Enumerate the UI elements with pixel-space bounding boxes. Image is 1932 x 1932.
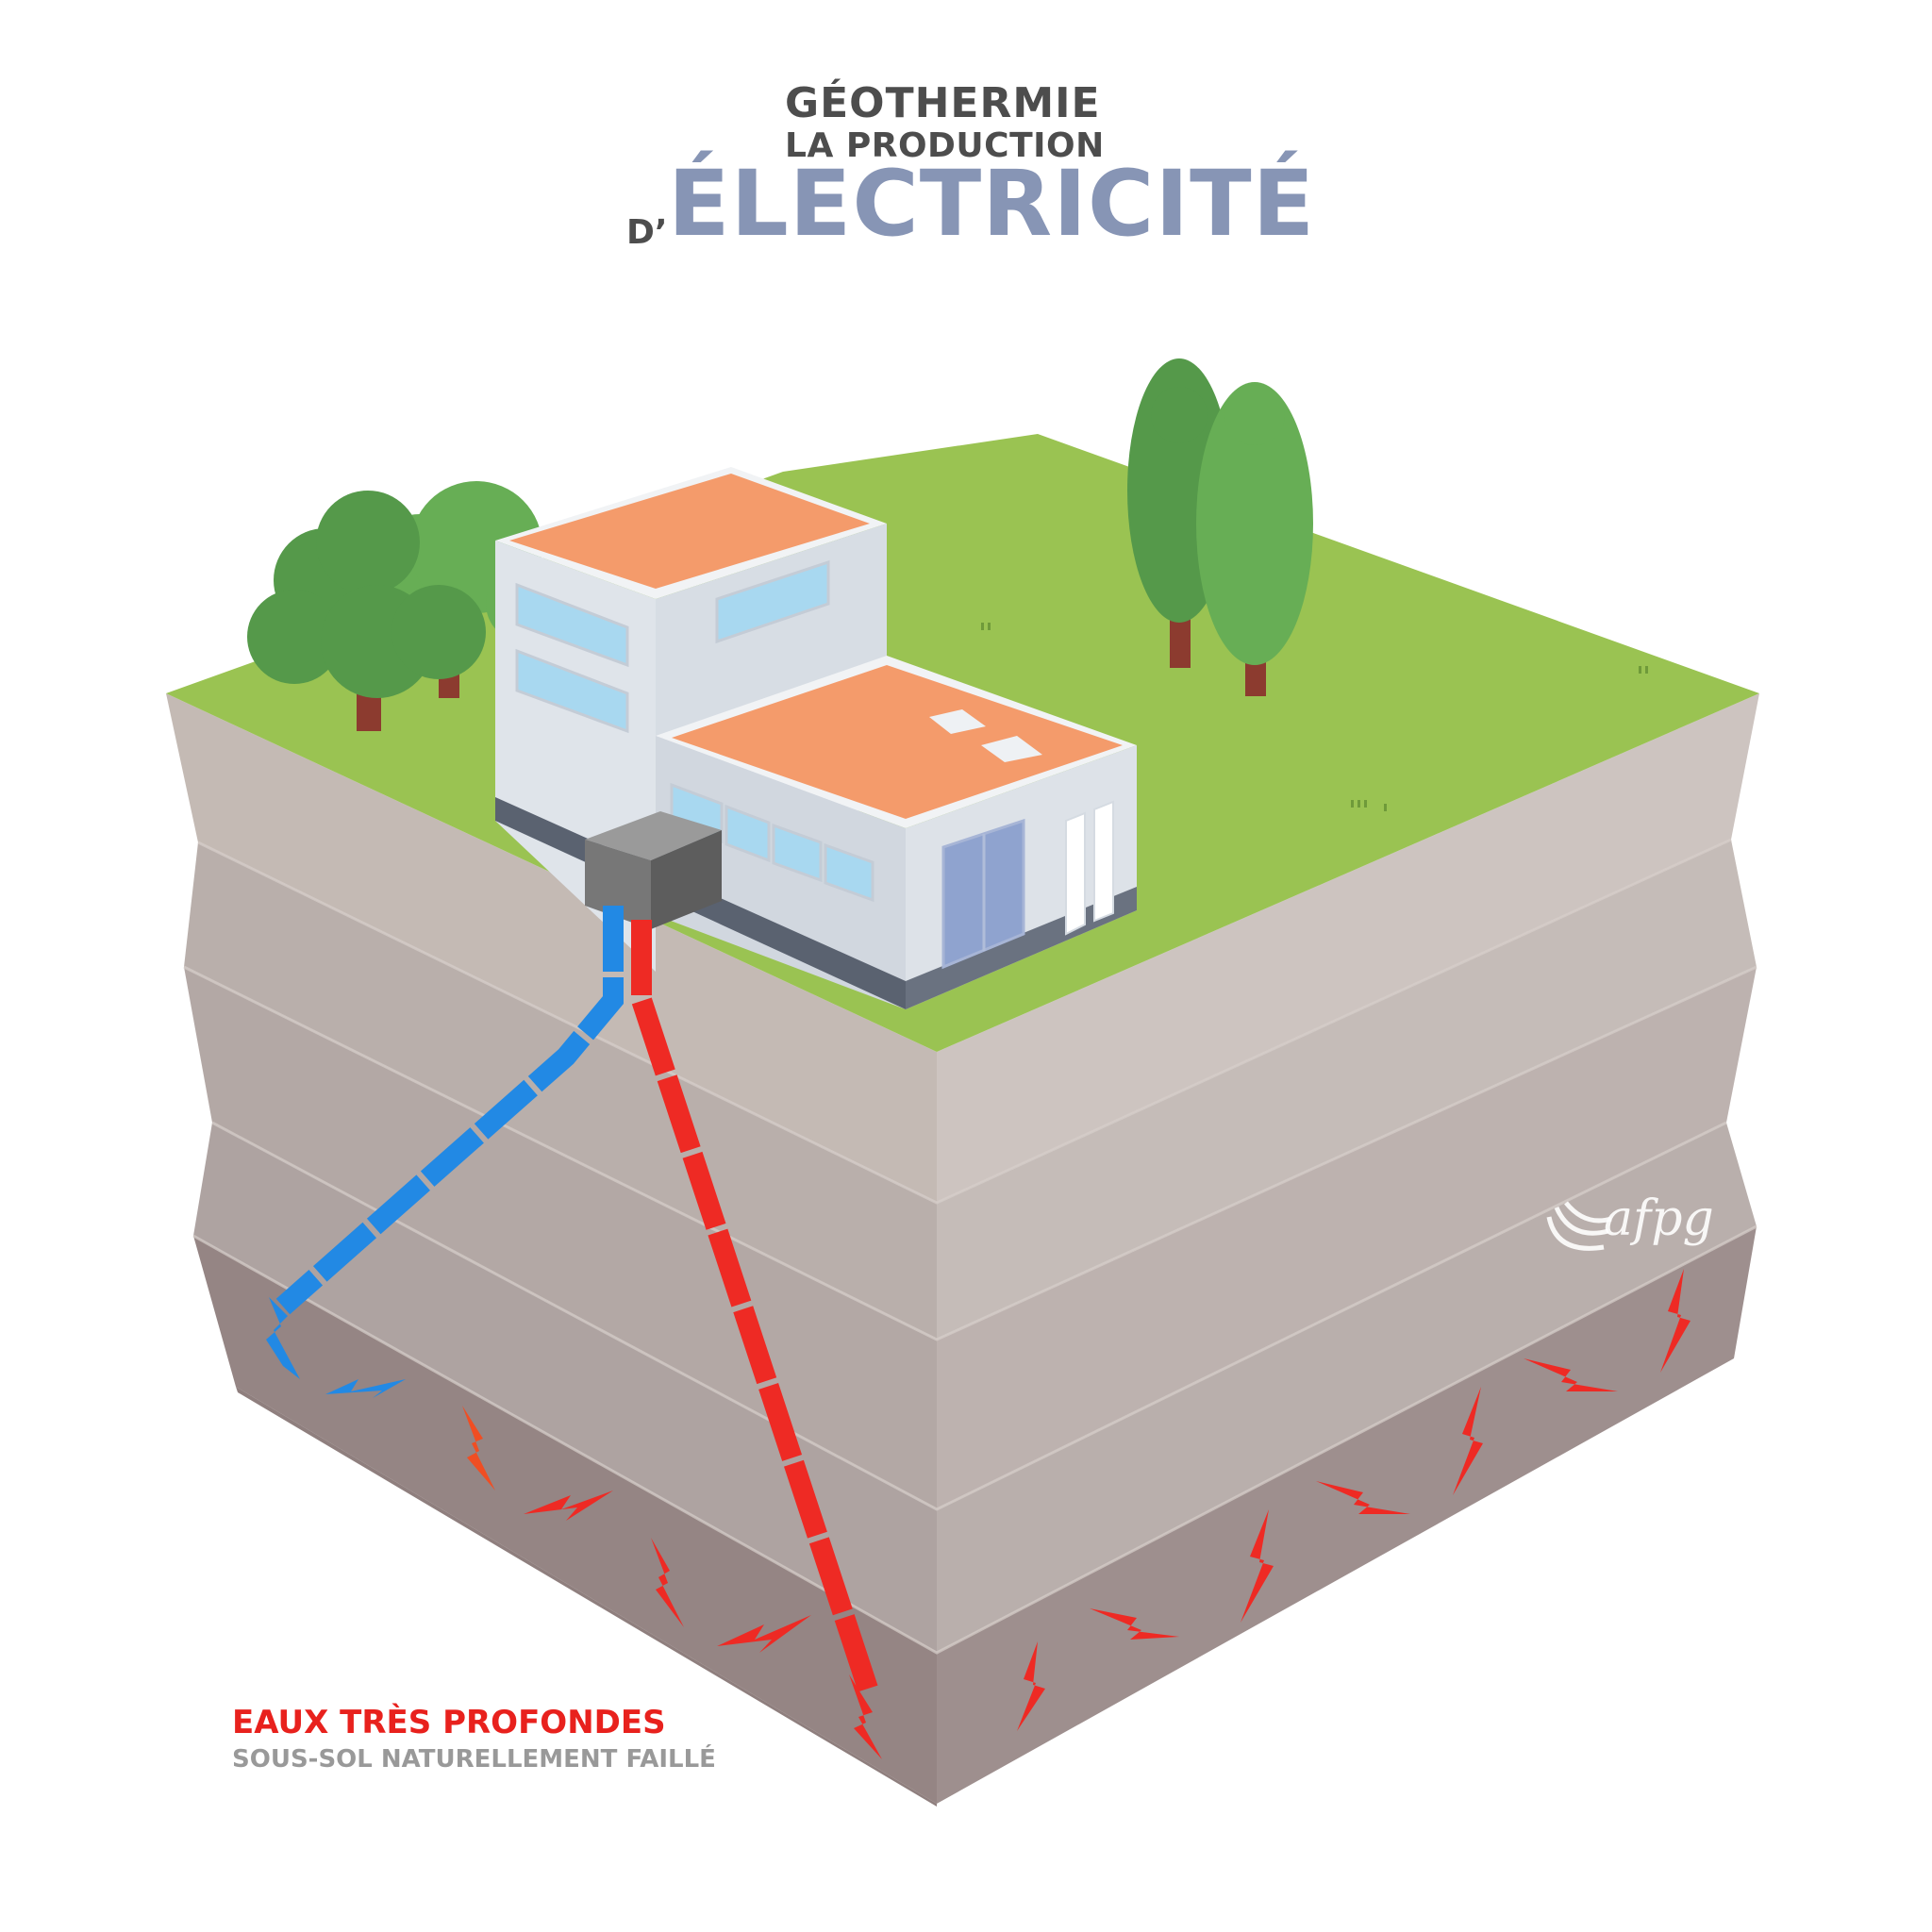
lightning-icon — [1524, 1358, 1618, 1391]
title-main: ÉLECTRICITÉ — [668, 151, 1316, 257]
afpg-logo-icon — [1546, 1201, 1612, 1251]
lightning-icon — [1017, 1641, 1045, 1731]
lightning-icon — [524, 1491, 613, 1521]
lightning-icon — [266, 1297, 406, 1398]
tree-icon — [1196, 382, 1313, 696]
title-prefix: D’ — [626, 213, 668, 252]
strata-lines — [183, 838, 1757, 1655]
soil-left-face — [166, 693, 937, 1807]
cold-water-pipe — [275, 906, 624, 1315]
tree-icon — [247, 491, 486, 731]
caption-title: EAUX TRÈS PROFONDES — [232, 1704, 666, 1741]
lightning-icon — [1316, 1481, 1410, 1514]
heat-exchanger-icon — [585, 811, 722, 929]
lightning-icon — [1241, 1509, 1274, 1623]
lightning-icon — [651, 1538, 684, 1627]
caption-subtitle: SOUS-SOL NATURELLEMENT FAILLÉ — [232, 1745, 716, 1774]
lightning-icon — [462, 1406, 495, 1491]
hot-water-pipe — [631, 920, 878, 1692]
lightning-icon — [849, 1674, 882, 1759]
grass-tufts — [981, 623, 1648, 811]
lightning-icon — [1660, 1269, 1690, 1373]
soil-right-face — [937, 693, 1759, 1804]
diagram-title: GÉOTHERMIE LA PRODUCTION D’ ÉLECTRICITÉ — [0, 0, 1932, 283]
title-line2: LA PRODUCTION — [785, 126, 1105, 165]
fault-lightning-bolts — [462, 1269, 1690, 1731]
afpg-logo-text: afpg — [1604, 1191, 1714, 1247]
lightning-icon — [1090, 1608, 1179, 1640]
title-line1: GÉOTHERMIE — [785, 79, 1101, 127]
